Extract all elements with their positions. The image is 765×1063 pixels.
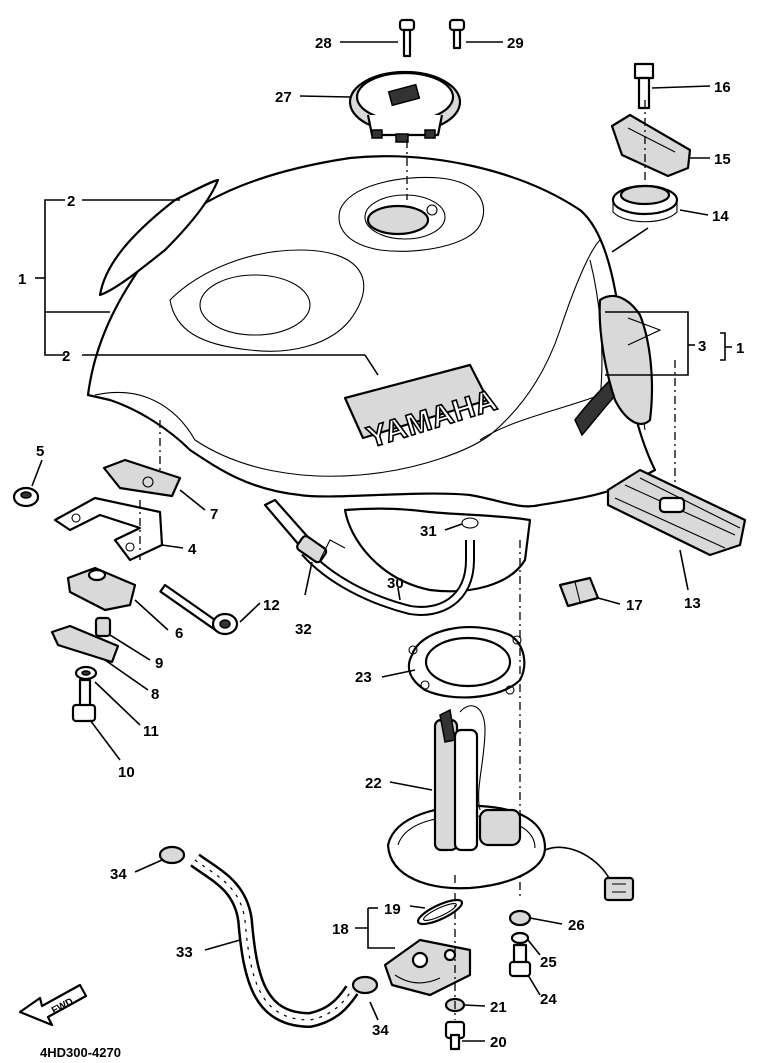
fuel-hose-33 [190,853,359,1029]
callout-2-upper: 2 [67,193,75,210]
callout-17: 17 [626,597,643,614]
callout-15: 15 [714,151,731,168]
callout-24: 24 [540,991,557,1008]
callout-3: 3 [698,338,706,355]
callout-10: 10 [118,764,135,781]
clamp-34-upper [158,845,186,865]
callout-23: 23 [355,669,372,686]
bracket-4 [53,496,164,562]
callout-labels: 1 2 2 3 1 4 5 6 7 8 9 10 11 12 13 14 15 … [18,35,744,1051]
fuel-pump-22 [386,705,635,902]
callout-16: 16 [714,79,731,96]
callout-7: 7 [210,506,218,523]
plate-6 [66,566,137,612]
washer-11 [74,665,98,681]
callout-28: 28 [315,35,332,52]
callout-11: 11 [143,723,159,740]
bolt-24 [508,943,532,978]
callout-18: 18 [332,921,349,938]
callout-12: 12 [263,597,280,614]
callout-14: 14 [712,208,729,225]
damper-14 [611,184,679,223]
callout-32: 32 [295,621,312,638]
fuel-tank: YAMAHA [86,155,657,593]
clamp-34-lower [351,975,379,995]
gasket-23 [407,625,526,699]
breather-hose-30 [301,540,475,616]
callout-26: 26 [568,917,585,934]
callout-29: 29 [507,35,524,52]
callout-25: 25 [540,954,557,971]
callout-21: 21 [490,999,507,1016]
callout-22: 22 [365,775,382,792]
callout-13: 13 [684,595,701,612]
fitting-31 [461,517,479,529]
callout-34-upper: 34 [110,866,127,883]
o-ring-19 [416,898,464,926]
pad-7 [102,458,182,498]
filler-cap [348,70,462,143]
damper-26 [508,909,532,927]
callout-6: 6 [175,625,183,642]
callout-30: 30 [387,575,404,592]
callout-4: 4 [188,541,197,558]
bolt-5 [12,486,40,508]
callout-33: 33 [176,944,193,961]
forward-arrow-icon: FWD [18,983,88,1027]
callout-9: 9 [155,655,163,672]
callout-2-lower: 2 [62,348,70,365]
filler-cap-screw-28 [398,18,416,58]
bracket-15 [610,113,692,178]
callout-34-lower: 34 [372,1022,389,1039]
bolt-12 [159,583,239,636]
callout-31: 31 [420,523,437,540]
pad-13 [606,468,747,557]
callout-20: 20 [490,1034,507,1051]
clip-17 [558,576,600,608]
collar-9 [94,616,112,638]
sender-18 [383,938,472,997]
callout-8: 8 [151,686,159,703]
callout-5: 5 [36,443,44,460]
bolt-20 [444,1020,466,1051]
callout-1-right: 1 [736,340,744,357]
plate-8 [50,624,120,664]
joint-32 [263,498,346,564]
leader-lines [31,41,732,1042]
drawing-code: 4HD300-4270 [40,1045,121,1060]
callout-1: 1 [18,271,26,288]
collar-25 [510,931,530,945]
callout-19: 19 [384,901,401,918]
bolt-10 [71,678,97,723]
callout-27: 27 [275,89,292,106]
filler-cap-screw-29 [448,18,466,50]
bolt-16 [633,62,655,110]
